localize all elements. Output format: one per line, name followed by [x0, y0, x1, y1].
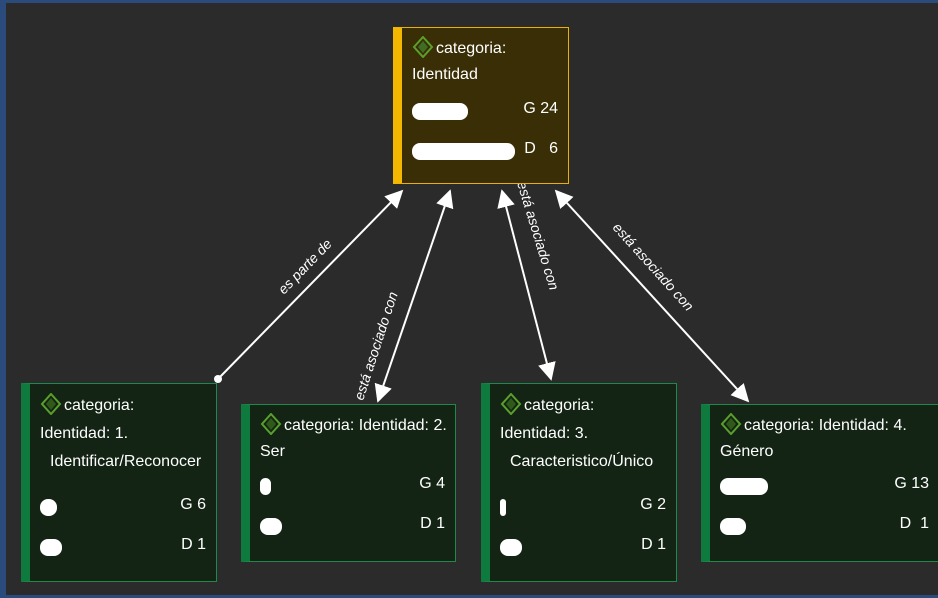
node-title: categoria: Identidad: 4. Género — [720, 413, 937, 465]
node-identificar-reconocer[interactable]: categoria: Identidad: 1. Identificar/Rec… — [21, 383, 217, 582]
stat-bar-g — [412, 103, 468, 120]
stat-row-d: D 1 — [500, 536, 668, 556]
diamond-icon — [260, 413, 282, 435]
edge-asociado-4[interactable] — [554, 189, 750, 403]
edge-label-asociado-2: está asociado con — [351, 289, 401, 401]
stat-row-g: G 13 — [720, 475, 931, 495]
edge-label-es-parte-de: es parte de — [275, 235, 335, 297]
stat-label-d: D 1 — [641, 536, 666, 553]
stat-bar-g — [260, 478, 271, 495]
node-title-text: categoria: Identidad: 4. Género — [720, 417, 907, 460]
diamond-icon — [412, 36, 434, 58]
node-title-text: categoria: Identidad — [412, 40, 507, 83]
network-canvas[interactable]: es parte de está asociado con está asoci… — [6, 3, 938, 595]
edge-layer: es parte de está asociado con está asoci… — [214, 179, 750, 403]
stat-row-d: D 1 — [40, 536, 208, 556]
stat-bar-g — [40, 499, 57, 516]
stat-row-g: G 4 — [260, 475, 447, 495]
node-caracteristico-unico[interactable]: categoria: Identidad: 3. Caracteristico/… — [481, 383, 677, 582]
stat-row-d: D 1 — [260, 515, 447, 535]
node-genero[interactable]: categoria: Identidad: 4. Género G 13 D 1 — [701, 404, 938, 562]
edge-es-parte-de[interactable] — [217, 189, 404, 380]
stat-label-g: G 2 — [640, 496, 666, 513]
node-title: categoria: Identidad: 2. Ser — [260, 413, 447, 465]
node-title: categoria: Identidad: 1. Identificar/Rec… — [40, 392, 208, 476]
stat-row-g: G 2 — [500, 496, 668, 516]
node-title-line2: Caracteristico/Único — [510, 453, 654, 470]
stat-label-d: D 1 — [181, 536, 206, 553]
edge-label-asociado-3: está asociado con — [514, 179, 562, 292]
node-title-line1: categoria: Identidad: 1. — [40, 397, 135, 442]
node-root[interactable]: categoria: Identidad G 24 D 6 — [393, 27, 569, 184]
edge-label-asociado-4: está asociado con — [610, 219, 698, 314]
node-title: categoria: Identidad: 3. Caracteristico/… — [500, 392, 668, 476]
stat-bar-g — [720, 478, 768, 495]
stat-bar-d — [500, 539, 522, 556]
stat-label-d: D 1 — [899, 515, 929, 532]
node-ser[interactable]: categoria: Identidad: 2. Ser G 4 D 1 — [241, 404, 456, 562]
stat-bar-d — [40, 539, 62, 556]
stat-label-g: G 6 — [180, 496, 206, 513]
stat-label-d: D 1 — [420, 515, 445, 532]
node-title-line2: Identificar/Reconocer — [50, 453, 202, 470]
stat-row-d: D 1 — [720, 515, 931, 535]
edge-asociado-3[interactable] — [497, 189, 556, 381]
diamond-icon — [40, 393, 62, 415]
stat-bar-d — [412, 143, 515, 160]
stat-bar-g — [500, 499, 506, 516]
stat-bar-d — [260, 518, 282, 535]
stat-row-d: D 6 — [412, 140, 560, 160]
node-title: categoria: Identidad — [412, 36, 560, 88]
diamond-icon — [500, 393, 522, 415]
node-title-line1: categoria: Identidad: 3. — [500, 397, 595, 442]
node-title-text: categoria: Identidad: 2. Ser — [260, 417, 447, 460]
edge-origin-dot — [214, 375, 222, 383]
stat-bar-d — [720, 518, 746, 535]
diamond-icon — [720, 413, 742, 435]
edge-asociado-2[interactable] — [374, 189, 454, 403]
stat-row-g: G 24 — [412, 100, 560, 120]
stat-label-d: D 6 — [524, 140, 558, 157]
stat-row-g: G 6 — [40, 496, 208, 516]
stat-label-g: G 24 — [523, 100, 558, 117]
stat-label-g: G 4 — [419, 475, 445, 492]
stat-label-g: G 13 — [894, 475, 929, 492]
